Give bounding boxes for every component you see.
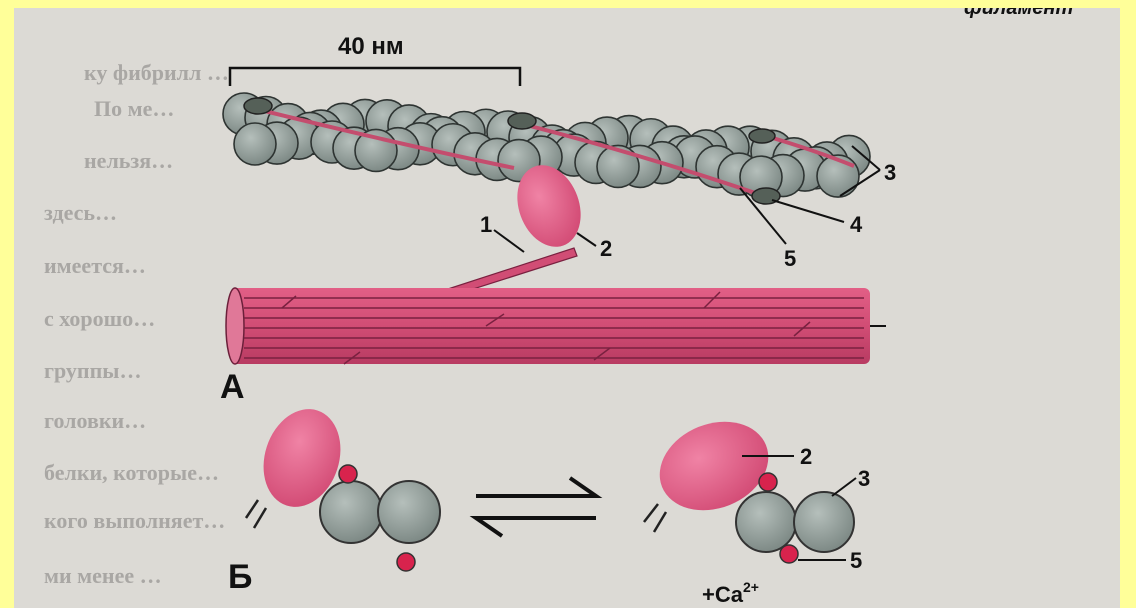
bg-line-8: головки…	[44, 408, 146, 433]
callout-5: 5	[784, 246, 796, 271]
bg-line-1: ку фибрилл …	[84, 60, 229, 85]
bg-line-7: группы…	[44, 358, 141, 383]
troponin-blob	[508, 113, 536, 129]
myosin-thick-filament	[226, 288, 886, 364]
top-right-text: филамент	[964, 8, 1073, 19]
callout-2: 2	[600, 236, 612, 261]
bg-line-5: имеется…	[44, 253, 146, 278]
bg-line-2: По ме…	[94, 96, 174, 121]
diagram-page: ку фибрилл … По ме… нельзя… здесь… имеет…	[14, 8, 1120, 608]
bg-line-11: ми менее …	[44, 563, 162, 588]
troponin-blob	[749, 129, 775, 143]
panel-label-a: А	[220, 368, 245, 406]
muscle-filament-diagram: ку фибрилл … По ме… нельзя… здесь… имеет…	[14, 8, 1120, 608]
bg-line-4: здесь…	[44, 200, 117, 225]
scale-bar: 40 нм	[230, 33, 520, 86]
callout-b-5: 5	[850, 548, 862, 573]
troponin-blob	[244, 98, 272, 114]
calcium-label: +Ca2+	[702, 579, 759, 607]
callout-3: 3	[884, 160, 896, 185]
calcium-superscript: 2+	[743, 579, 759, 595]
calcium-base: +Ca	[702, 582, 744, 607]
panel-b-left	[246, 399, 440, 571]
bg-line-9: белки, которые…	[44, 460, 219, 485]
callout-b-3: 3	[858, 466, 870, 491]
panel-b-right	[644, 406, 854, 563]
callout-1: 1	[480, 212, 492, 237]
callout-4: 4	[850, 212, 863, 237]
background-text: ку фибрилл … По ме… нельзя… здесь… имеет…	[44, 60, 229, 588]
panel-label-b: Б	[228, 558, 252, 596]
callout-b-2: 2	[800, 444, 812, 469]
bg-line-6: с хорошо…	[44, 306, 155, 331]
actin-monomer	[234, 123, 276, 165]
bg-line-3: нельзя…	[84, 148, 173, 173]
scale-label: 40 нм	[338, 33, 404, 60]
bg-line-10: кого выполняет…	[44, 508, 225, 533]
equilibrium-arrows	[476, 478, 596, 536]
